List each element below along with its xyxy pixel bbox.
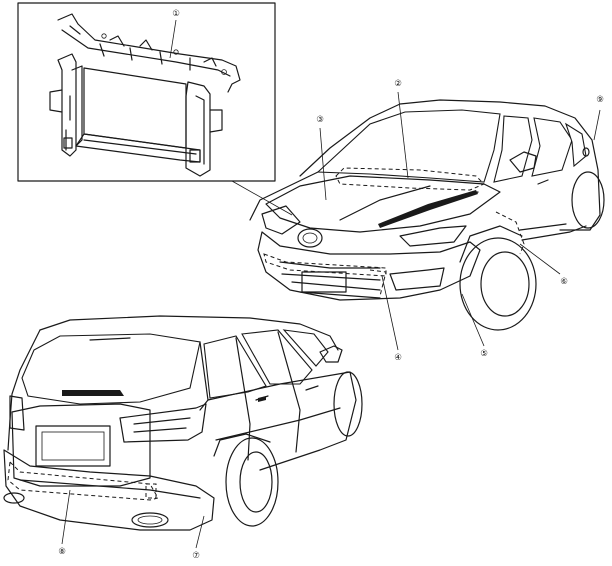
fender-liner-dashed: [495, 211, 525, 255]
exhaust-right: [131, 512, 169, 528]
callout-5: ⑤: [480, 349, 488, 359]
radiator-support-drawing: [49, 13, 241, 177]
windshield: [316, 109, 501, 183]
headlight-right: [399, 225, 467, 247]
tail-light-right: [119, 403, 207, 443]
inset-panel: [17, 2, 293, 216]
callout-9: ⑨: [596, 95, 604, 105]
rear-license-plate: [35, 425, 111, 467]
callout-1-label: ①: [172, 9, 180, 19]
headlight-left: [261, 205, 301, 235]
bumper-reinforcement-dashed: [263, 253, 387, 277]
fog-light: [389, 267, 445, 291]
callout-9-label: ⑨: [596, 95, 604, 105]
rear-vehicle-drawing: [3, 315, 363, 531]
front-license-plate: [301, 271, 347, 293]
callout-4: ④: [394, 353, 402, 363]
callout-2-label: ②: [394, 79, 402, 89]
callout-6-label: ⑥: [560, 277, 568, 287]
callout-3-label: ③: [316, 115, 324, 125]
rear-bumper: [3, 449, 215, 531]
rear-wheel-left: [225, 437, 279, 527]
rear-view-side-mirror: [319, 345, 343, 363]
callout-2: ②: [394, 79, 402, 89]
callout-7: ⑦: [192, 551, 200, 561]
inset-frame: [17, 2, 276, 182]
callout-5-label: ⑤: [480, 349, 488, 359]
callout-4-label: ④: [394, 353, 402, 363]
rear-wheel-right: [333, 371, 363, 437]
front-wheel: [459, 237, 537, 331]
rear-side-window-3: [282, 329, 329, 367]
callout-8: ⑧: [58, 547, 66, 557]
side-window-rear: [531, 117, 573, 177]
tail-light-left: [9, 395, 25, 431]
callout-3: ③: [316, 115, 324, 125]
side-window-front: [493, 115, 533, 183]
hood: [265, 175, 501, 233]
leader-lines: [61, 19, 601, 549]
rear-wheel-front-view: [571, 171, 605, 229]
front-vehicle-drawing: [249, 99, 605, 331]
rear-window: [21, 333, 201, 405]
exhaust-left: [3, 492, 25, 504]
front-bumper: [257, 231, 481, 301]
rear-reinforcement-dashed: [7, 460, 159, 501]
callout-7-label: ⑦: [192, 551, 200, 561]
callout-1: ①: [172, 9, 180, 19]
front-emblem: [297, 228, 323, 248]
inset-leader-line: [231, 180, 293, 216]
hood-dashed-part: [335, 167, 485, 191]
side-mirror: [509, 151, 537, 173]
callout-8-label: ⑧: [58, 547, 66, 557]
rear-side-window-2: [241, 329, 313, 385]
quarter-window: [564, 122, 587, 168]
callout-6: ⑥: [560, 277, 568, 287]
